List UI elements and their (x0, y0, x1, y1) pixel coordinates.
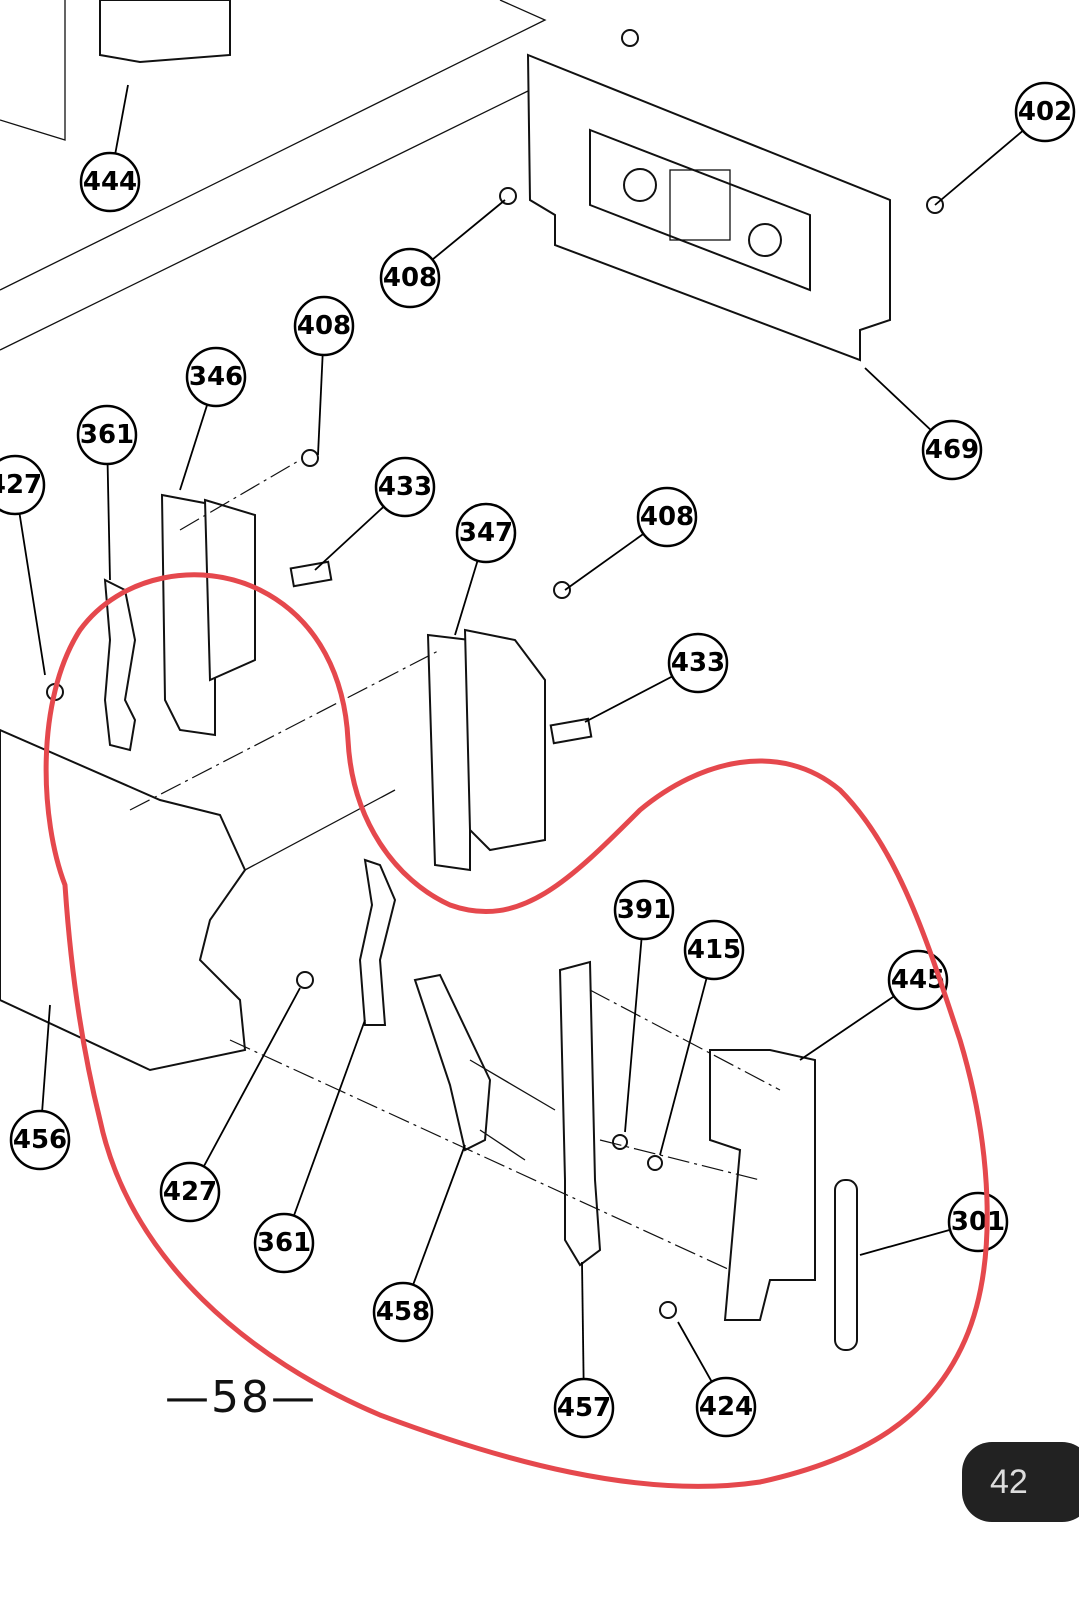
callout-label: 347 (459, 518, 513, 548)
callout-circle (683, 919, 745, 981)
callout-label: 415 (687, 935, 741, 965)
callout-label: 408 (640, 502, 694, 532)
callout-circle (9, 1109, 71, 1171)
callout-label: 346 (189, 362, 243, 392)
callout-label: 469 (925, 435, 979, 465)
page-number: —58— (165, 1372, 317, 1423)
callout-circle (185, 346, 247, 408)
callout-label: 391 (617, 895, 671, 925)
callout-408: 408 (636, 486, 698, 548)
callout-circle (374, 456, 436, 518)
callout-361: 361 (253, 1212, 315, 1274)
callout-label: 424 (699, 1392, 753, 1422)
callout-301: 301 (947, 1191, 1009, 1253)
callout-415: 415 (683, 919, 745, 981)
callout-424: 424 (695, 1376, 757, 1438)
callout-circle (372, 1281, 434, 1343)
callout-label: 433 (671, 648, 725, 678)
leader-line (14, 484, 46, 676)
callout-458: 458 (372, 1281, 434, 1343)
callout-circle (695, 1376, 757, 1438)
callout-circle (379, 247, 441, 309)
callout-circle (79, 151, 141, 213)
callout-469: 469 (921, 419, 983, 481)
callout-label: 402 (1018, 97, 1072, 127)
callout-408: 408 (293, 295, 355, 357)
callout-label: 456 (13, 1125, 67, 1155)
callout-circle (253, 1212, 315, 1274)
callout-label: 427 (163, 1177, 217, 1207)
callout-label: 361 (80, 420, 134, 450)
callout-circle (947, 1191, 1009, 1253)
callout-361: 361 (76, 404, 138, 466)
callout-circle (293, 295, 355, 357)
leader-line (283, 1019, 366, 1244)
callout-circle (76, 404, 138, 466)
callout-circle (159, 1161, 221, 1223)
page-badge-label: 42 (990, 1462, 1028, 1501)
parts-drawing (0, 0, 944, 1351)
callout-label: 433 (378, 472, 432, 502)
callout-402: 402 (1014, 81, 1076, 143)
leader-line (189, 987, 301, 1193)
callout-457: 457 (553, 1377, 615, 1439)
callout-label: 408 (383, 263, 437, 293)
callout-label: 457 (557, 1393, 611, 1423)
callout-circle (667, 632, 729, 694)
callout-347: 347 (455, 502, 517, 564)
callout-circle (455, 502, 517, 564)
callout-group: 444 408 402 469 408 346 361 427 433 347 408 433 391 4… (0, 81, 1076, 1439)
viewer-page-badge: 42 (962, 1442, 1079, 1522)
callout-label: 444 (83, 167, 137, 197)
callout-label: 458 (376, 1297, 430, 1327)
leader-line (624, 909, 645, 1133)
callout-circle (636, 486, 698, 548)
callout-444: 444 (79, 151, 141, 213)
callout-label: 301 (951, 1207, 1005, 1237)
callout-circle (613, 879, 675, 941)
callout-label: 361 (257, 1228, 311, 1258)
callout-408: 408 (379, 247, 441, 309)
callout-456: 456 (9, 1109, 71, 1171)
callout-433: 433 (667, 632, 729, 694)
callout-circle (553, 1377, 615, 1439)
callout-391: 391 (613, 879, 675, 941)
callout-circle (1014, 81, 1076, 143)
callout-label: 427 (0, 470, 42, 500)
red-annotation-loop (43, 572, 990, 1489)
callout-circle (921, 419, 983, 481)
leader-line (659, 949, 715, 1156)
callout-427: 427 (159, 1161, 221, 1223)
callout-427: 427 (0, 454, 46, 516)
callout-label: 408 (297, 311, 351, 341)
callout-circle (0, 454, 46, 516)
callout-346: 346 (185, 346, 247, 408)
callout-433: 433 (374, 456, 436, 518)
